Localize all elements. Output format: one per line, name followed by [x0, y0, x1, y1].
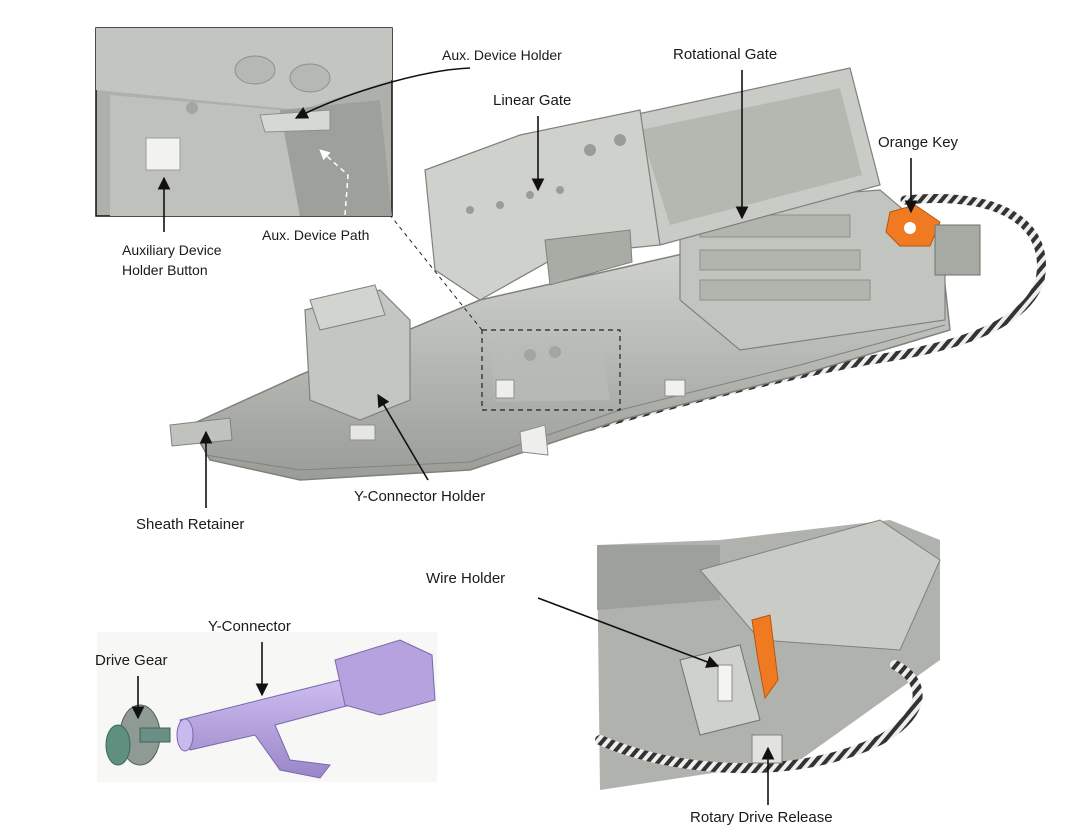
label-linear-gate: Linear Gate	[493, 92, 572, 109]
label-y-connector: Y-Connector	[208, 618, 291, 635]
aux-holder-inset	[95, 27, 393, 217]
leader-arrows	[131, 67, 918, 805]
label-aux-holder-button-line1: Auxiliary Device	[122, 242, 222, 258]
main-device	[169, 67, 1046, 481]
label-y-connector-holder: Y-Connector Holder	[354, 488, 486, 505]
y-connector-illustration	[97, 632, 437, 782]
drive-gear	[105, 704, 171, 766]
label-sheath-retainer: Sheath Retainer	[136, 516, 245, 533]
label-rotary-drive-release: Rotary Drive Release	[690, 809, 833, 826]
label-aux-holder-button-line2: Holder Button	[122, 262, 208, 278]
label-aux-device-holder: Aux. Device Holder	[442, 47, 562, 63]
y-connector-part	[176, 639, 436, 779]
label-wire-holder: Wire Holder	[426, 570, 506, 587]
detail-box-outline	[481, 329, 621, 411]
label-rotational-gate: Rotational Gate	[673, 46, 778, 63]
wire-holder-photo	[595, 519, 941, 790]
label-aux-device-path: Aux. Device Path	[262, 227, 370, 243]
label-drive-gear: Drive Gear	[95, 652, 168, 669]
label-orange-key: Orange Key	[878, 134, 959, 151]
